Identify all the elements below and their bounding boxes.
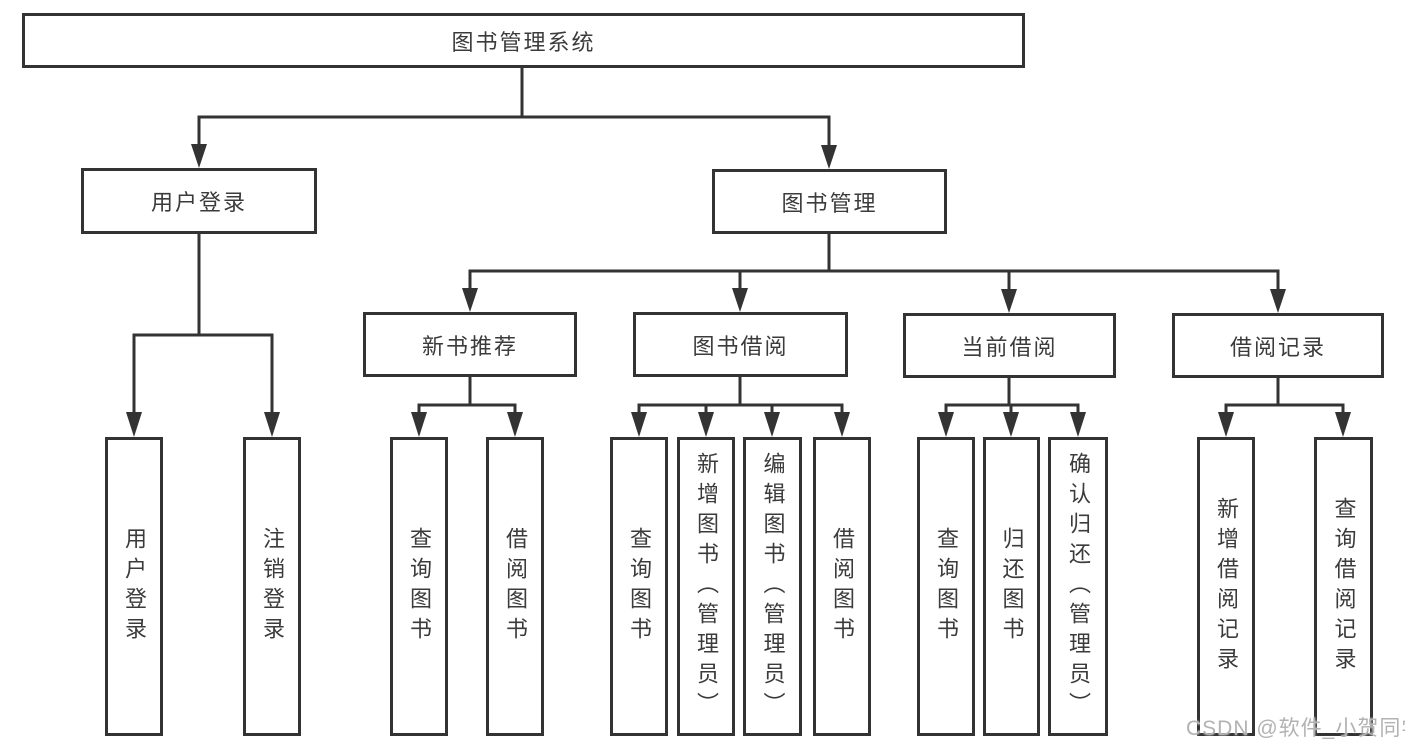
leaf-borrow-books-recommend: 借阅图书 bbox=[486, 437, 544, 736]
leaf-label: 确认归还（管理员） bbox=[1066, 451, 1091, 722]
leaf-add-books-admin: 新增图书（管理员） bbox=[677, 437, 735, 736]
node-label: 图书管理系统 bbox=[451, 29, 596, 55]
node-label: 图书借阅 bbox=[692, 333, 789, 359]
node-label: 当前借阅 bbox=[961, 334, 1058, 360]
leaf-logout: 注销登录 bbox=[243, 437, 301, 736]
leaf-user-login: 用户登录 bbox=[105, 437, 163, 736]
leaf-label: 注销登录 bbox=[260, 526, 285, 647]
leaf-label: 借阅图书 bbox=[830, 526, 855, 647]
node-book-borrow: 图书借阅 bbox=[633, 312, 848, 377]
leaf-edit-books-admin: 编辑图书（管理员） bbox=[743, 437, 802, 736]
leaf-confirm-return-admin: 确认归还（管理员） bbox=[1048, 437, 1108, 736]
leaf-label: 查询图书 bbox=[627, 526, 652, 647]
leaf-label: 查询图书 bbox=[407, 526, 432, 647]
leaf-query-borrow-record: 查询借阅记录 bbox=[1314, 437, 1373, 736]
leaf-query-books-recommend: 查询图书 bbox=[390, 437, 448, 736]
node-current-borrow: 当前借阅 bbox=[903, 313, 1116, 378]
leaf-label: 新增图书（管理员） bbox=[694, 451, 719, 722]
leaf-label: 查询借阅记录 bbox=[1331, 496, 1357, 677]
node-label: 新书推荐 bbox=[421, 333, 518, 359]
node-book-management: 图书管理 bbox=[712, 169, 947, 234]
leaf-label: 用户登录 bbox=[122, 526, 147, 647]
leaf-label: 查询图书 bbox=[934, 526, 959, 647]
leaf-label: 编辑图书（管理员） bbox=[760, 451, 786, 722]
leaf-borrow-books: 借阅图书 bbox=[813, 437, 871, 736]
node-new-book-recommend: 新书推荐 bbox=[363, 312, 577, 377]
node-label: 用户登录 bbox=[150, 190, 247, 215]
node-label: 借阅记录 bbox=[1229, 334, 1326, 360]
node-borrow-records: 借阅记录 bbox=[1172, 313, 1384, 378]
leaf-return-books: 归还图书 bbox=[983, 437, 1040, 736]
leaf-label: 归还图书 bbox=[999, 526, 1025, 647]
leaf-add-borrow-record: 新增借阅记录 bbox=[1197, 437, 1255, 736]
leaf-query-books-borrow: 查询图书 bbox=[610, 437, 668, 736]
node-label: 图书管理 bbox=[781, 190, 878, 216]
node-user-login: 用户登录 bbox=[81, 168, 317, 234]
node-library-management-system: 图书管理系统 bbox=[22, 13, 1025, 68]
csdn-watermark: CSDN @软件_小贺同学 bbox=[1186, 717, 1405, 740]
leaf-query-books-current: 查询图书 bbox=[917, 437, 975, 736]
leaf-label: 新增借阅记录 bbox=[1214, 496, 1239, 677]
leaf-label: 借阅图书 bbox=[503, 526, 528, 647]
